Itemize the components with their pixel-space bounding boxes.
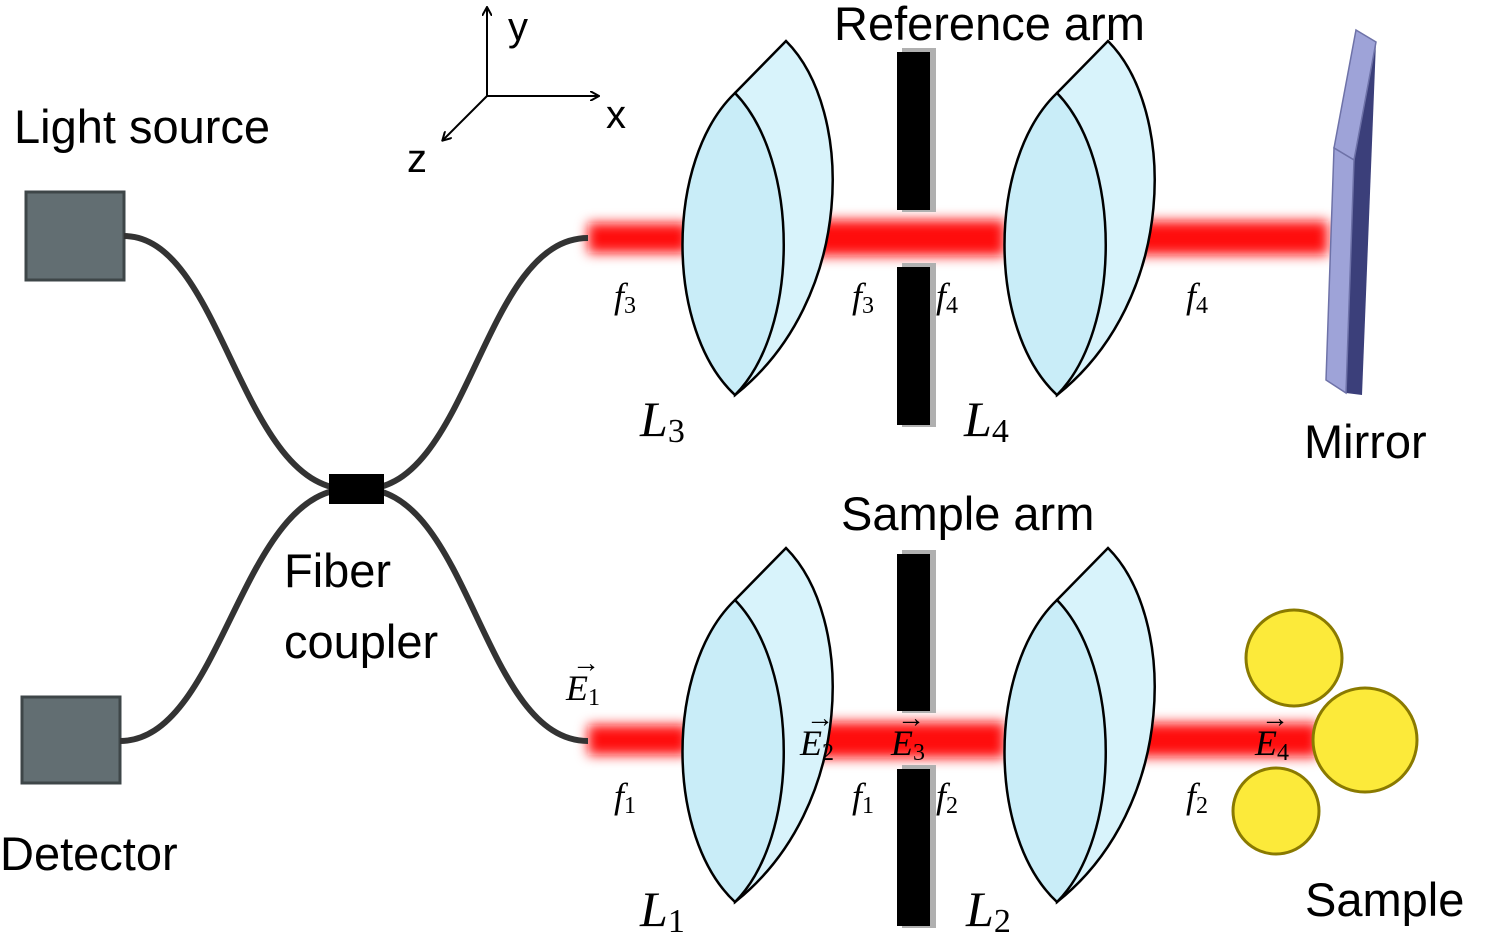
focal-f4-left: f4 (936, 276, 958, 319)
focal-f4-right: f4 (1186, 276, 1208, 319)
lens-l2 (1003, 546, 1156, 905)
detector-label: Detector (0, 827, 178, 880)
light-source-label: Light source (14, 100, 270, 153)
lens-l3-label: L3 (639, 391, 685, 450)
x-axis-label: x (606, 93, 626, 137)
fiber-reference (355, 235, 589, 493)
axis-triad: y x z (407, 5, 626, 181)
focal-f3-left: f3 (614, 276, 636, 319)
y-axis-label: y (508, 5, 528, 49)
sample-particle (1231, 766, 1321, 856)
lens-l1 (681, 546, 834, 905)
sample-particle (1244, 608, 1344, 708)
focal-f1-left: f1 (614, 776, 636, 819)
sample-particles (1231, 608, 1419, 856)
field-e4: → E4 (1254, 703, 1289, 766)
sample-particle (1311, 686, 1419, 794)
svg-text:E2: E2 (799, 723, 834, 766)
focal-f3-right: f3 (852, 276, 874, 319)
detector-box (20, 695, 122, 785)
lens-l4-label: L4 (963, 391, 1009, 450)
field-e2: → E2 (799, 703, 834, 766)
sample-arm-title: Sample arm (841, 487, 1094, 540)
fiber-sample (355, 485, 589, 744)
fiber-detector (119, 485, 357, 744)
svg-text:→: → (806, 703, 834, 734)
fiber-light-source (123, 233, 357, 493)
lens-l1-label: L1 (639, 881, 685, 935)
focal-f2-right: f2 (1186, 776, 1208, 819)
svg-text:→: → (897, 703, 925, 734)
focal-f2-left: f2 (936, 776, 958, 819)
light-source-box (24, 190, 126, 282)
z-axis-arrow (443, 95, 488, 140)
lens-l3 (681, 39, 834, 398)
svg-text:E3: E3 (890, 723, 925, 766)
optical-fibers (119, 233, 589, 744)
svg-text:→: → (1261, 703, 1289, 734)
reference-beam (588, 220, 1328, 256)
fiber-coupler-label-line1: Fiber (284, 544, 391, 597)
z-axis-label: z (407, 137, 427, 181)
svg-text:E1: E1 (565, 668, 600, 711)
mirror (1325, 28, 1377, 395)
field-e1: → E1 (565, 648, 600, 711)
fiber-coupler-label-line2: coupler (284, 615, 438, 668)
sample-beam (588, 722, 1318, 758)
sample-aperture (897, 550, 936, 928)
mirror-label: Mirror (1304, 415, 1427, 468)
sample-label: Sample (1305, 873, 1464, 926)
svg-text:→: → (572, 648, 600, 679)
focal-f1-right: f1 (852, 776, 874, 819)
lens-l2-label: L2 (965, 881, 1011, 935)
reference-arm-title: Reference arm (834, 0, 1145, 50)
reference-aperture (897, 48, 936, 427)
fiber-coupler-block (329, 474, 384, 504)
field-e3: → E3 (890, 703, 925, 766)
lens-l4 (1003, 39, 1156, 398)
svg-text:E4: E4 (1254, 723, 1289, 766)
